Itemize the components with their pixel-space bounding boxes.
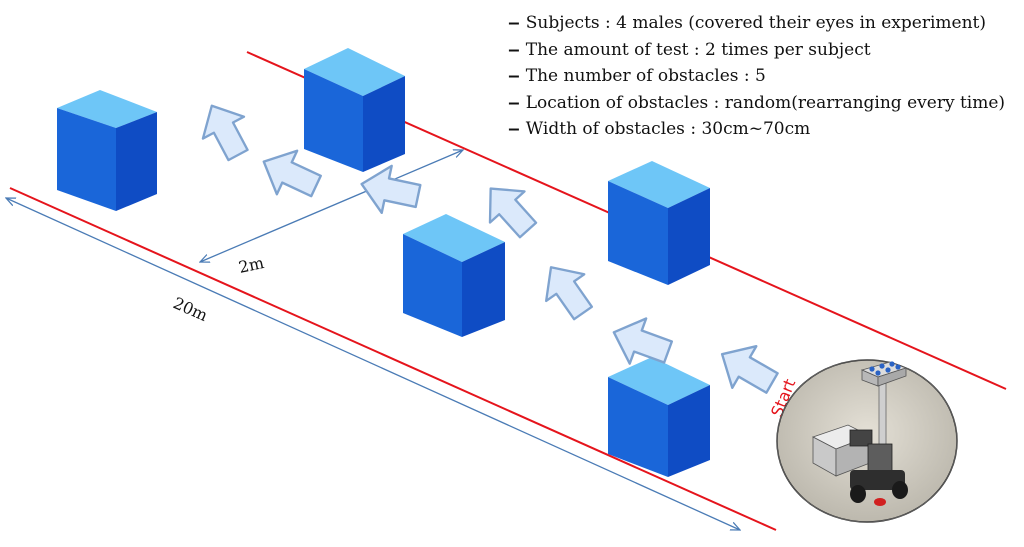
note-test-amount: The amount of test : 2 times per subject xyxy=(508,37,1005,64)
obstacle-3 xyxy=(403,214,505,337)
length-dimension-line xyxy=(6,198,740,530)
obstacle-4 xyxy=(608,161,710,285)
path-arrow-1 xyxy=(720,345,779,394)
obstacle-2 xyxy=(304,48,405,172)
robot-photo xyxy=(776,359,958,523)
path-arrow-3 xyxy=(545,266,594,321)
path-arrow-6 xyxy=(262,149,322,198)
obstacle-1 xyxy=(57,90,157,211)
experiment-notes: Subjects : 4 males (covered their eyes i… xyxy=(508,10,1005,143)
path-arrow-2 xyxy=(612,317,674,365)
length-label: 20m xyxy=(170,293,210,325)
path-arrow-5 xyxy=(360,164,422,215)
path-arrow-4 xyxy=(488,187,538,239)
path-arrow-7 xyxy=(201,104,249,162)
obstacle-5 xyxy=(608,357,710,477)
note-obstacle-count: The number of obstacles : 5 xyxy=(508,63,1005,90)
note-obstacle-location: Location of obstacles : random(rearrangi… xyxy=(508,90,1005,117)
note-obstacle-width: Width of obstacles : 30cm~70cm xyxy=(508,116,1005,143)
note-subjects: Subjects : 4 males (covered their eyes i… xyxy=(508,10,1005,37)
width-label: 2m xyxy=(237,253,266,277)
